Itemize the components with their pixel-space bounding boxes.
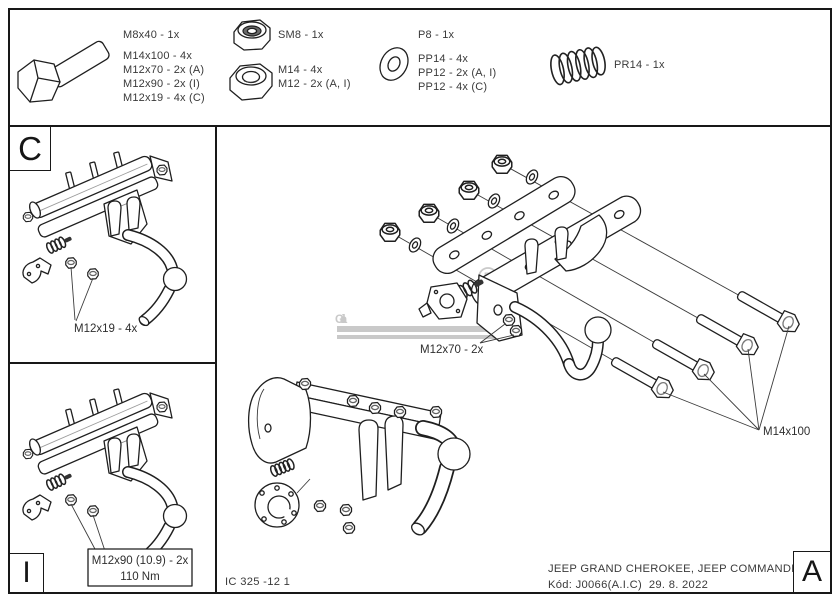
rear-gusset <box>554 214 608 272</box>
sheet-frame: M8x40 - 1x M14x100 - 4x M12x70 - 2x (A) … <box>8 8 832 594</box>
callout-m12x70: M12x70 - 2x <box>420 344 484 356</box>
callout-m12x19: M12x19 - 4x <box>74 323 138 335</box>
legend-locknut-primary: SM8 - 1x <box>278 29 324 41</box>
legend-washer-sizes: PP14 - 4x PP12 - 2x (A, I) PP12 - 4x (C) <box>418 52 496 94</box>
lock-nut-icon <box>233 19 271 51</box>
parts-legend: M8x40 - 1x M14x100 - 4x M12x70 - 2x (A) … <box>10 10 830 127</box>
spring-icon <box>550 46 606 86</box>
legend-size-line: PP12 - 4x (C) <box>418 81 488 93</box>
tow-ball <box>437 437 471 471</box>
legend-size-line: M12x90 - 2x (I) <box>123 78 200 90</box>
svg-text:Galia: Galia <box>335 314 348 326</box>
callout-m12x90-line2: 110 Nm <box>120 571 159 583</box>
legend-size-line: M12 - 2x (A, I) <box>278 78 351 90</box>
m14-bolts <box>606 285 803 431</box>
legend-size-line: PP12 - 2x (A, I) <box>418 67 497 79</box>
legend-size-line: PP14 - 4x <box>418 53 469 65</box>
legend-size-line: M12x70 - 2x (A) <box>123 64 205 76</box>
detail-view-i: M12x90 (10.9) - 2x 110 Nm I <box>10 364 215 592</box>
legend-bolt-sizes: M14x100 - 4x M12x70 - 2x (A) M12x90 - 2x… <box>123 49 205 105</box>
assembled-towbar-drawing <box>247 377 471 536</box>
tow-ball <box>584 316 612 344</box>
washer-icon <box>379 47 409 81</box>
spring-on-bolt <box>269 458 295 477</box>
legend-nut-sizes: M14 - 4x M12 - 2x (A, I) <box>278 63 351 91</box>
callout-m12x90-line1: M12x90 (10.9) - 2x <box>92 555 189 567</box>
legend-bolt-primary: M8x40 - 1x <box>123 29 180 41</box>
section-label-c: C <box>10 127 51 171</box>
legend-size-line: M12x19 - 4x (C) <box>123 92 205 104</box>
section-label-i: I <box>10 553 44 592</box>
vehicle-models: JEEP GRAND CHEROKEE, JEEP COMMANDER <box>548 563 808 575</box>
detail-view-c: M12x19 - 4x C <box>10 127 215 364</box>
ball-bracket-assembly <box>418 226 612 381</box>
drawing-code: IC 325 -12 1 <box>225 576 291 588</box>
detail-column: M12x19 - 4x C M12x90 (10.9) - 2x 110 Nm … <box>10 127 217 592</box>
section-label-a: A <box>793 551 830 592</box>
product-code-date: Kód: J0066(A.I.C) 29. 8. 2022 <box>548 579 709 591</box>
legend-size-line: M14x100 - 4x <box>123 50 193 62</box>
front-mounting-plate <box>432 175 576 275</box>
legend-size-line: M14 - 4x <box>278 64 323 76</box>
legend-washer-primary: P8 - 1x <box>418 29 455 41</box>
detail-i-drawing: M12x90 (10.9) - 2x 110 Nm <box>10 364 193 587</box>
exploded-assembly-drawing: Galia R <box>247 154 810 536</box>
bolt-icon <box>17 40 110 103</box>
hex-nut-icon <box>229 63 273 101</box>
callout-leaders <box>479 323 515 344</box>
callout-m14x100: M14x100 <box>763 426 810 438</box>
legend-spring-primary: PR14 - 1x <box>614 59 665 71</box>
detail-c-drawing: M12x19 - 4x <box>10 127 215 335</box>
main-assembly-panel: Galia R <box>217 127 830 592</box>
